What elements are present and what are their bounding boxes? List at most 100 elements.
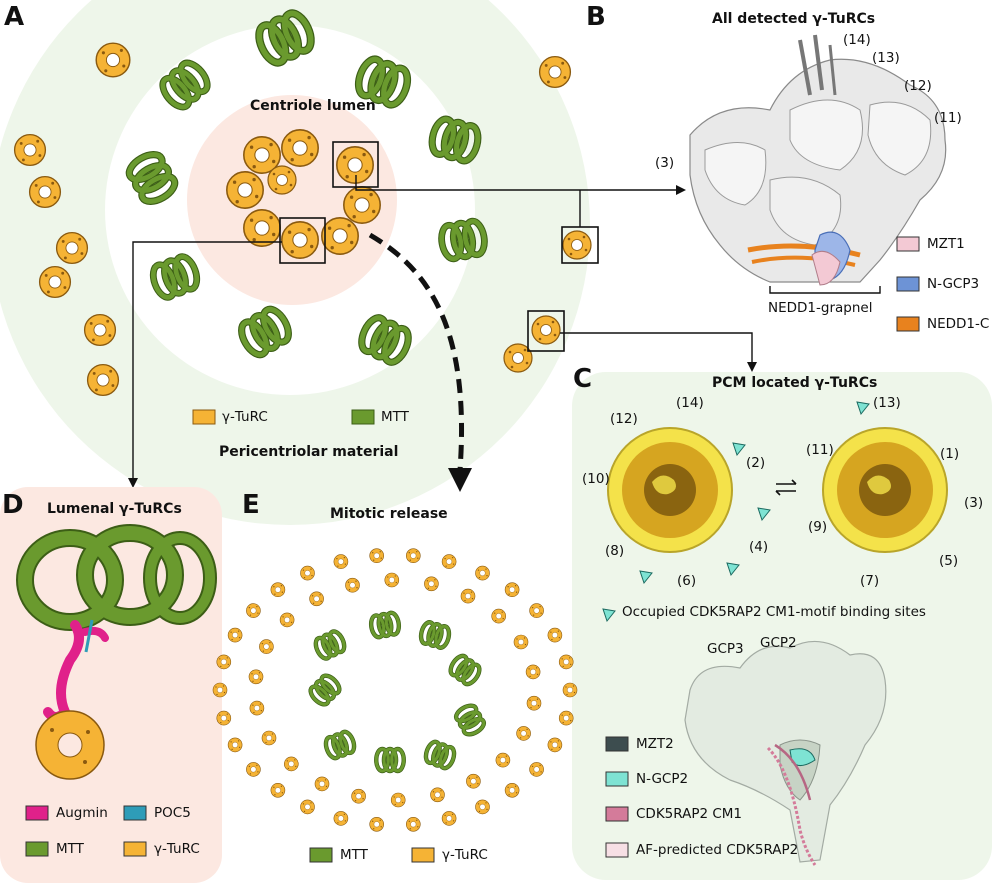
- position-label: (12): [904, 78, 932, 94]
- released-turc: [405, 816, 421, 832]
- released-turc: [441, 554, 457, 569]
- legend-label-mzt1: MZT1: [927, 236, 965, 252]
- legend-label-mtt-a: MTT: [381, 409, 409, 425]
- legend-swatch-turc-d: [123, 841, 147, 857]
- lumenal-assembly: [16, 524, 217, 780]
- released-turc: [504, 782, 520, 798]
- pcm-turc: [28, 175, 62, 209]
- pcm-turc: [531, 315, 561, 345]
- legend-swatch-poc5: [123, 805, 147, 821]
- gcp-density-map: [684, 640, 887, 866]
- position-label: (11): [934, 110, 962, 126]
- position-label: (14): [676, 395, 704, 411]
- released-turc: [369, 816, 385, 832]
- panel-e-title: Mitotic release: [330, 506, 448, 522]
- grapnel-bracket: [769, 286, 881, 294]
- legend-label-mtt-e: MTT: [340, 847, 368, 863]
- released-turc: [333, 554, 349, 569]
- legend-label-af-cdk5rap2: AF-predicted CDK5RAP2: [636, 842, 799, 858]
- legend-swatch-mtt: [351, 409, 375, 425]
- position-label: (10): [582, 471, 610, 487]
- released-turc: [309, 591, 324, 607]
- position-label: (7): [860, 573, 880, 589]
- binding-site-markers: [602, 401, 870, 623]
- released-turc: [430, 787, 445, 803]
- legend-swatch-cm1: [605, 806, 629, 822]
- released-turc: [475, 799, 490, 815]
- released-turc: [227, 737, 243, 753]
- released-turc: [529, 762, 544, 777]
- position-label: (13): [872, 50, 900, 66]
- highlight-box-lower: [279, 217, 326, 264]
- legend-label-mzt2: MZT2: [636, 736, 674, 752]
- panel-d-title: Lumenal γ-TuRCs: [47, 501, 182, 517]
- released-turc: [216, 710, 232, 726]
- pcm-ring-right: [822, 427, 948, 553]
- centriole-lumen-label: Centriole lumen: [250, 98, 376, 114]
- released-turc: [246, 603, 261, 618]
- position-label: (13): [873, 395, 901, 411]
- pcm-turc: [562, 230, 592, 260]
- legend-swatch-nedd1c: [896, 316, 920, 332]
- released-turc: [246, 762, 261, 777]
- legend-swatch-turc: [192, 409, 216, 425]
- position-label: (4): [749, 539, 769, 555]
- legend-swatch-augmin: [25, 805, 49, 821]
- panel-b-title: All detected γ-TuRCs: [712, 11, 876, 27]
- legend-label-poc5: POC5: [154, 805, 191, 821]
- released-turc: [504, 582, 520, 598]
- binding-site-note: Occupied CDK5RAP2 CM1-motif binding site…: [622, 604, 926, 620]
- released-turc: [495, 752, 511, 768]
- released-turc: [249, 700, 265, 716]
- pcm-ring-left: [607, 427, 733, 553]
- legend-swatch-ngcp2: [605, 771, 629, 787]
- pcm-label: Pericentriolar material: [219, 444, 399, 460]
- released-turc: [558, 654, 574, 670]
- released-turc: [216, 654, 232, 670]
- released-turc: [300, 565, 315, 581]
- released-turc: [300, 799, 315, 815]
- released-turc: [279, 612, 295, 628]
- legend-swatch-ngcp3: [896, 276, 920, 292]
- released-turc: [333, 811, 349, 826]
- pcm-turc: [83, 313, 117, 347]
- position-label: (11): [806, 442, 834, 458]
- legend-label-turc-a: γ-TuRC: [222, 409, 268, 425]
- released-turc: [562, 682, 578, 698]
- position-label: (12): [610, 411, 638, 427]
- arrowheads: [128, 185, 757, 488]
- released-turc: [283, 756, 299, 772]
- panel-letter-b: B: [586, 2, 606, 32]
- position-label: (8): [605, 543, 625, 559]
- equilibrium-arrows: [775, 479, 797, 496]
- released-turc: [227, 627, 243, 643]
- position-label: (6): [677, 573, 697, 589]
- position-label: (5): [939, 553, 959, 569]
- released-turc: [270, 582, 286, 598]
- released-turc: [261, 730, 277, 746]
- pcm-turc: [95, 42, 131, 78]
- released-turc: [424, 576, 439, 592]
- released-turc: [345, 577, 360, 593]
- released-turc: [513, 634, 529, 650]
- position-label: (9): [808, 519, 828, 535]
- legend-swatch-turc-e: [411, 847, 435, 863]
- released-turcs: [212, 548, 578, 832]
- position-label: (2): [746, 455, 766, 471]
- legend-swatch-mtt-e: [309, 847, 333, 863]
- position-label: (3): [655, 155, 675, 171]
- released-turc: [369, 548, 385, 564]
- legend-label-ngcp3: N-GCP3: [927, 276, 980, 292]
- pcm-turc: [538, 55, 572, 89]
- released-turc: [460, 588, 476, 604]
- legend-swatch-mzt1: [896, 236, 920, 252]
- released-turc: [547, 737, 563, 753]
- released-turc: [526, 695, 542, 711]
- released-turc: [547, 627, 563, 643]
- panel-letter-d: D: [2, 490, 24, 520]
- gcp2-label: GCP2: [760, 635, 797, 651]
- pcm-turc: [55, 231, 89, 265]
- position-label: (3): [964, 495, 984, 511]
- legend-label-cm1: CDK5RAP2 CM1: [636, 806, 743, 822]
